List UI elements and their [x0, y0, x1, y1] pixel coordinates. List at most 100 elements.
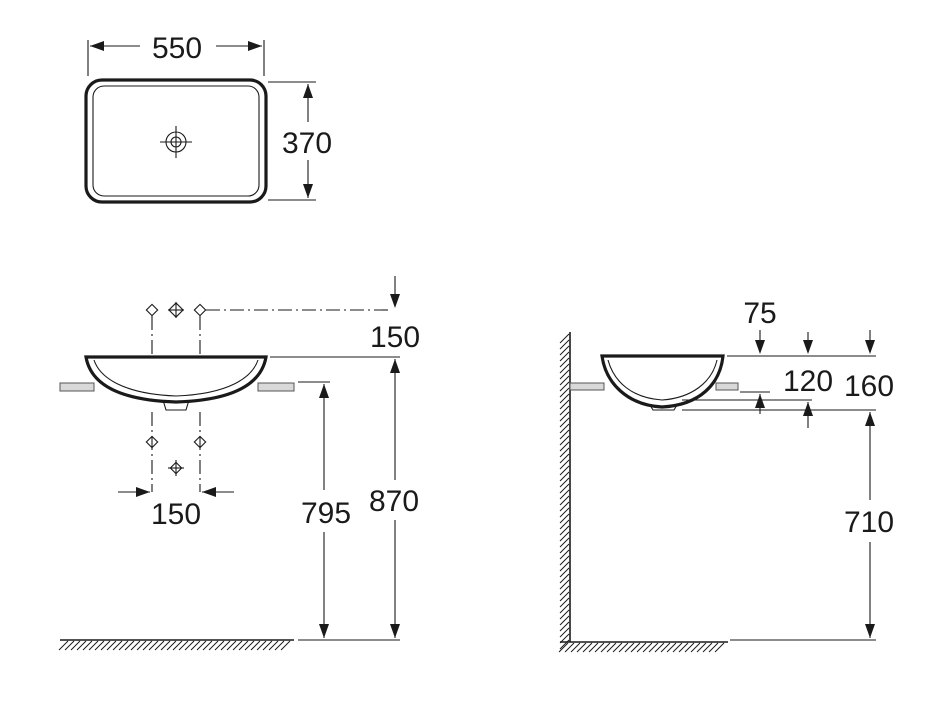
- dim-label-120: 120: [783, 365, 833, 398]
- hatch-line: [559, 411, 570, 422]
- waste-fixing-icons: [145, 412, 207, 492]
- hatch-line: [226, 640, 237, 651]
- hatch-line: [250, 640, 261, 651]
- hatch-line: [696, 642, 707, 653]
- hatch-line: [244, 640, 255, 651]
- hatch-line: [559, 573, 570, 584]
- hatch-line: [160, 640, 171, 651]
- basin-inner-front: [93, 359, 259, 397]
- hatch-line: [112, 640, 123, 651]
- hatch-line: [559, 387, 570, 398]
- hatch-line: [559, 435, 570, 446]
- dimension-bottom-height: 710: [844, 412, 894, 638]
- hatch-line: [94, 640, 105, 651]
- drain-outlet-side: [649, 404, 678, 411]
- hatch-line: [559, 465, 570, 476]
- hatch-line: [714, 642, 725, 653]
- dim-label-550: 550: [152, 32, 202, 65]
- basin-body-side: [600, 354, 725, 409]
- hatch-line: [58, 640, 69, 651]
- hatch-line: [559, 549, 570, 560]
- basin-body-front: [84, 355, 268, 404]
- hatch-line: [76, 640, 87, 651]
- floor-side: [558, 641, 728, 653]
- hatch-line: [559, 363, 570, 374]
- hatch-line: [558, 642, 569, 653]
- hatch-line: [559, 429, 570, 440]
- hatch-line: [708, 642, 719, 653]
- hatch-line: [100, 640, 111, 651]
- dimension-tap-height: 150: [370, 276, 420, 354]
- hatch-line: [148, 640, 159, 651]
- dim-label-795: 795: [301, 497, 351, 530]
- hatch-line: [684, 642, 695, 653]
- hatch-line: [618, 642, 629, 653]
- hatch-line: [559, 483, 570, 494]
- basin-inner-side: [607, 359, 718, 401]
- hatch-line: [559, 357, 570, 368]
- hatch-line: [130, 640, 141, 651]
- hatch-line: [559, 381, 570, 392]
- hatch-line: [636, 642, 647, 653]
- drain-outlet-front: [162, 399, 190, 411]
- hatch-line: [184, 640, 195, 651]
- hatch-line: [118, 640, 129, 651]
- hatch-line: [559, 501, 570, 512]
- hatch-line: [559, 537, 570, 548]
- hatch-line: [238, 640, 249, 651]
- hatch-line: [559, 561, 570, 572]
- hatch-line: [582, 642, 593, 653]
- hatch-line: [559, 507, 570, 518]
- hatch-line: [256, 640, 267, 651]
- hatch-line: [559, 405, 570, 416]
- hatch-line: [232, 640, 243, 651]
- hatch-line: [154, 640, 165, 651]
- hatch-line: [559, 591, 570, 602]
- hatch-line: [570, 642, 581, 653]
- hatch-line: [262, 640, 273, 651]
- tap-hole-icons: [145, 302, 392, 354]
- countertop-side-left: [569, 382, 605, 391]
- hatch-line: [559, 495, 570, 506]
- hatch-line: [559, 603, 570, 614]
- hatch-line: [594, 642, 605, 653]
- dim-label-150-waste: 150: [151, 498, 201, 531]
- basin-outline-outer: [84, 78, 268, 204]
- hatch-line: [274, 640, 285, 651]
- hatch-line: [559, 477, 570, 488]
- hatch-line: [280, 640, 291, 651]
- hatch-line: [142, 640, 153, 651]
- hatch-line: [559, 585, 570, 596]
- hatch-line: [559, 399, 570, 410]
- hatch-line: [559, 471, 570, 482]
- hatch-line: [654, 642, 665, 653]
- hatch-line: [559, 459, 570, 470]
- dim-label-370: 370: [282, 127, 332, 160]
- hatch-line: [268, 640, 279, 651]
- basin-outline-inner: [92, 85, 260, 197]
- dimension-waste-spacing: 150: [118, 487, 234, 531]
- hatch-line: [106, 640, 117, 651]
- hatch-line: [559, 627, 570, 638]
- hatch-line: [559, 447, 570, 458]
- hatch-line: [559, 489, 570, 500]
- hatch-line: [588, 642, 599, 653]
- hatch-line: [559, 513, 570, 524]
- dim-label-710: 710: [844, 506, 894, 539]
- hatch-line: [564, 642, 575, 653]
- dim-label-150-tap: 150: [370, 321, 420, 354]
- hatch-line: [559, 519, 570, 530]
- hatch-line: [202, 640, 213, 651]
- hatch-line: [559, 531, 570, 542]
- hatch-line: [64, 640, 75, 651]
- hatch-line: [178, 640, 189, 651]
- hatch-line: [559, 615, 570, 626]
- dimension-top-width: 550: [87, 32, 265, 76]
- drain-symbol-icon: [160, 126, 192, 158]
- hatch-line: [559, 441, 570, 452]
- dim-label-160: 160: [844, 370, 894, 403]
- hatch-line: [559, 393, 570, 404]
- hatch-line: [190, 640, 201, 651]
- countertop-left: [59, 382, 95, 392]
